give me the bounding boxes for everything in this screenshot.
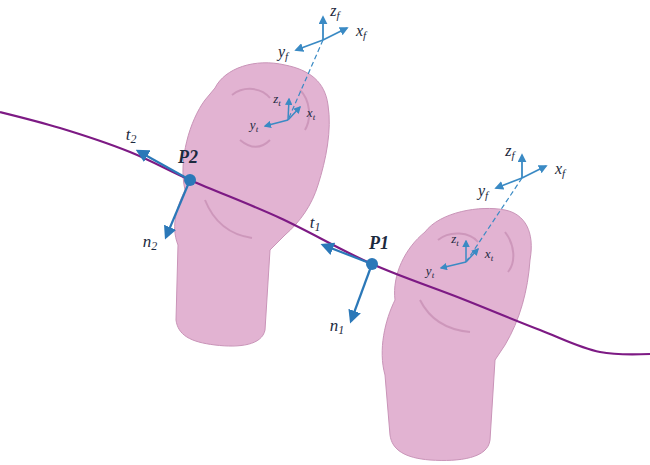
contact-point: [184, 174, 196, 186]
axis-label: zt: [451, 232, 459, 248]
symbol: t: [126, 125, 131, 144]
vector-arrows: [138, 151, 372, 321]
dashed-axis: [466, 178, 522, 262]
subscript: f: [562, 167, 565, 179]
axis-label: yf: [478, 183, 488, 202]
axis-label: zf: [330, 3, 339, 22]
symbol: n: [143, 232, 152, 251]
symbol: x: [555, 160, 562, 177]
subscript: 2: [130, 132, 136, 146]
subscript: t: [278, 98, 281, 108]
axis-label: yf: [278, 44, 288, 63]
bone-right: [382, 208, 531, 460]
bone-frame: [441, 241, 478, 268]
axis-label: zt: [273, 92, 281, 108]
subscript: t: [491, 253, 494, 263]
symbol: y: [278, 43, 285, 60]
symbol: z: [451, 231, 456, 246]
vector-label: n1: [330, 317, 344, 337]
subscript: t: [432, 270, 435, 280]
subscript: f: [285, 50, 288, 62]
fixed-frame: [496, 155, 546, 188]
point-label: P2: [178, 148, 198, 166]
subscript: 2: [151, 239, 157, 253]
bone-shading: [420, 232, 513, 332]
contact-point: [366, 258, 378, 270]
subscript: f: [485, 189, 488, 201]
vector-label: t2: [126, 126, 137, 146]
symbol: z: [505, 142, 511, 159]
subscript: 1: [338, 323, 344, 337]
subscript: t: [313, 112, 316, 122]
subscript: 1: [314, 220, 320, 234]
vector-label: n2: [143, 233, 157, 253]
symbol: x: [485, 246, 491, 261]
bone-frame: [265, 99, 300, 126]
axis-label: xt: [307, 106, 315, 122]
subscript: t: [256, 124, 259, 134]
point-label: P1: [369, 234, 389, 252]
axis-label: zf: [505, 143, 514, 162]
axis-label: yt: [250, 118, 258, 134]
contact-curve: [0, 112, 650, 354]
vector-label: t1: [310, 214, 321, 234]
axis-label: xf: [555, 161, 565, 180]
symbol: x: [307, 105, 313, 120]
subscript: f: [363, 29, 366, 41]
dashed-axis: [288, 40, 323, 120]
symbol: z: [273, 91, 278, 106]
symbol: n: [330, 316, 339, 335]
symbol: y: [250, 117, 256, 132]
symbol: t: [310, 213, 315, 232]
bone-shading: [205, 89, 309, 238]
axis-label: yt: [426, 264, 434, 280]
axis-label: xt: [485, 247, 493, 263]
subscript: f: [337, 9, 340, 21]
axis-label: xf: [356, 23, 366, 42]
bone-left: [175, 63, 330, 346]
symbol: x: [356, 22, 363, 39]
fixed-frame: [296, 17, 347, 50]
subscript: f: [512, 149, 515, 161]
symbol: z: [330, 2, 336, 19]
subscript: t: [456, 238, 459, 248]
symbol: y: [426, 263, 432, 278]
symbol: y: [478, 182, 485, 199]
